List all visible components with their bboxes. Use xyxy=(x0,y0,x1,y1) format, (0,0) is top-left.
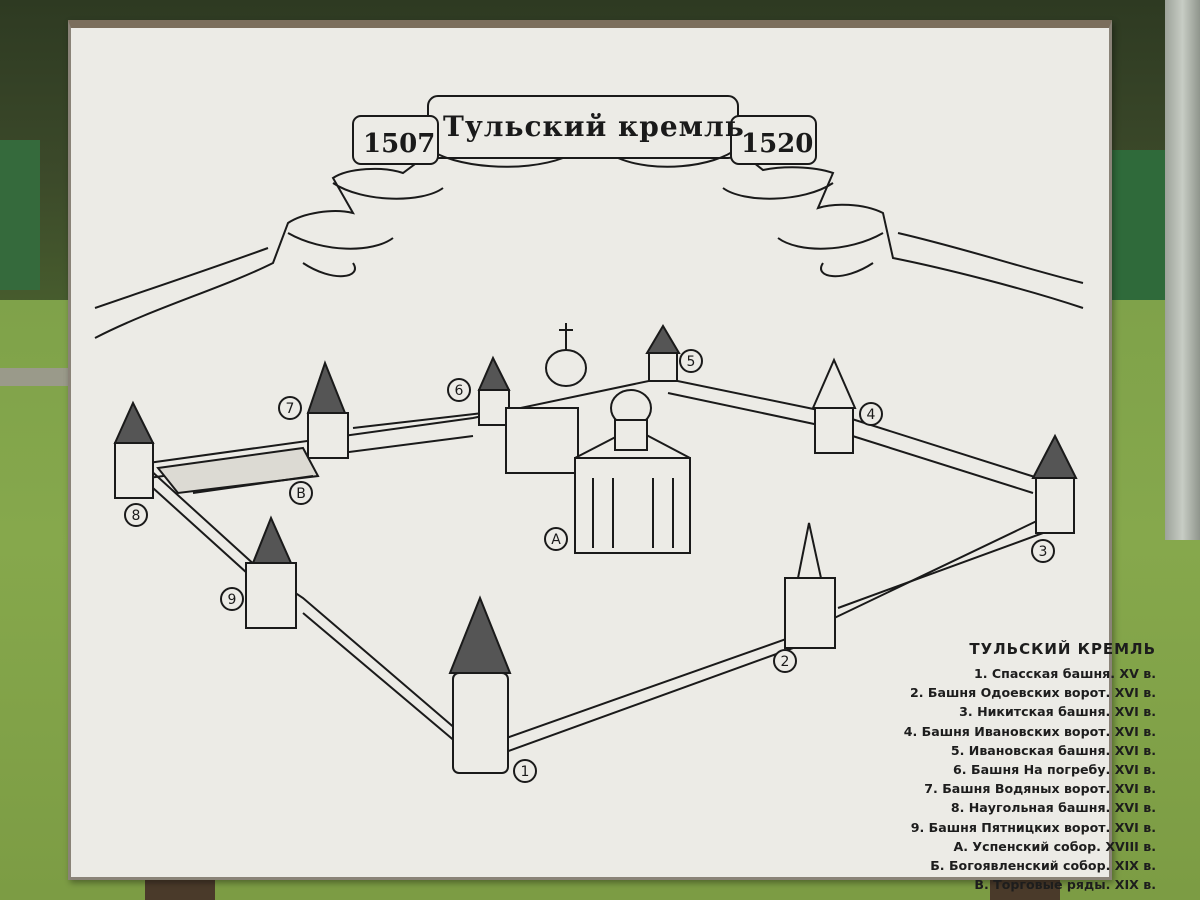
tower-2 xyxy=(784,522,836,649)
tower-1 xyxy=(448,595,512,774)
legend-item: 5. Ивановская башня. XVI в. xyxy=(950,742,1156,758)
map-markers xyxy=(124,349,1055,783)
legend-item: 6. Башня На погребу. XVI в. xyxy=(953,762,1156,778)
tower-9 xyxy=(245,515,297,629)
marker-1: 1 xyxy=(521,764,530,780)
cathedrals xyxy=(505,323,691,554)
tower-5 xyxy=(645,324,681,382)
marker-9: 9 xyxy=(228,592,237,608)
tower-7 xyxy=(306,360,349,459)
legend-item: В. Торговые ряды. XIX в. xyxy=(974,877,1156,893)
marker-5: 5 xyxy=(687,354,696,370)
legend: ТУЛЬСКИЙ КРЕМЛЬ 1. Спасская башня. XV в.… xyxy=(856,640,1156,894)
marker-6: 6 xyxy=(455,383,464,399)
marker-2: 2 xyxy=(781,654,790,670)
legend-item: Б. Богоявленский собор. XIX в. xyxy=(930,858,1156,874)
ribbon-banner xyxy=(94,95,1084,339)
tower-4 xyxy=(811,357,857,454)
banner-year-start: 1507 xyxy=(363,129,435,159)
background-pole xyxy=(1165,0,1200,540)
legend-item: 9. Башня Пятницких ворот. XVI в. xyxy=(910,819,1156,835)
marker-4: 4 xyxy=(867,407,876,423)
legend-item: 2. Башня Одоевских ворот. XVI в. xyxy=(910,685,1156,701)
marker-8: 8 xyxy=(132,508,141,524)
legend-item: 8. Наугольная башня. XVI в. xyxy=(950,800,1156,816)
legend-item: 1. Спасская башня. XV в. xyxy=(973,666,1156,681)
banner-title: Тульский кремль xyxy=(443,110,745,143)
background-path xyxy=(0,368,70,386)
legend-title: ТУЛЬСКИЙ КРЕМЛЬ xyxy=(969,640,1156,658)
banner-year-end: 1520 xyxy=(741,129,813,159)
tower-8 xyxy=(113,400,155,499)
tower-3 xyxy=(1031,433,1078,534)
trading-rows-building xyxy=(156,446,320,495)
kremlin-map-drawing: 1507 1520 Тульский кремль xyxy=(94,95,1084,783)
legend-item: 4. Башня Ивановских ворот. XVI в. xyxy=(903,723,1156,739)
sign-board: 1507 1520 Тульский кремль xyxy=(68,20,1156,892)
legend-item: 3. Никитская башня. XVI в. xyxy=(959,704,1156,720)
tower-6 xyxy=(477,355,511,426)
marker-3: 3 xyxy=(1039,544,1048,560)
marker-b: В xyxy=(296,486,306,502)
marker-a: А xyxy=(551,532,561,548)
legend-item: 7. Башня Водяных ворот. XVI в. xyxy=(924,781,1156,797)
background-fence-left xyxy=(0,140,40,290)
legend-item: А. Успенский собор. XVIII в. xyxy=(953,838,1156,854)
marker-7: 7 xyxy=(286,401,295,417)
